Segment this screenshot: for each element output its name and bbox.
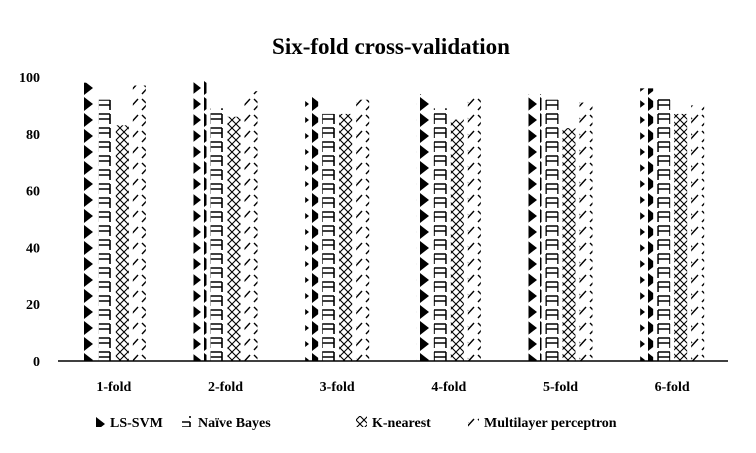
legend-swatch bbox=[468, 416, 479, 427]
bar-na-ve-bayes-6-fold bbox=[657, 96, 671, 361]
x-tick-label: 5-fold bbox=[543, 380, 578, 395]
bar-na-ve-bayes-4-fold bbox=[433, 108, 447, 362]
bar-ls-svm-2-fold bbox=[193, 79, 207, 361]
bars bbox=[81, 79, 705, 362]
bar-k-nearest-1-fold bbox=[115, 125, 129, 361]
bar-ls-svm-6-fold bbox=[640, 88, 654, 362]
legend-item-k-nearest: K-nearest bbox=[356, 416, 431, 431]
bar-ls-svm-5-fold bbox=[528, 94, 542, 361]
bar-multilayer-perceptron-3-fold bbox=[356, 99, 370, 361]
x-tick-label: 3-fold bbox=[320, 380, 355, 395]
y-tick-label: 80 bbox=[26, 128, 40, 143]
legend-label: Multilayer perceptron bbox=[484, 416, 617, 431]
bar-na-ve-bayes-5-fold bbox=[545, 99, 559, 361]
bar-multilayer-perceptron-5-fold bbox=[579, 102, 593, 361]
y-tick-label: 100 bbox=[19, 71, 40, 86]
y-axis-ticks: 0 20 40 60 80 100 bbox=[19, 71, 40, 370]
chart-title: Six-fold cross-validation bbox=[272, 34, 510, 59]
bar-k-nearest-5-fold bbox=[562, 128, 576, 361]
legend-label: K-nearest bbox=[372, 416, 431, 431]
bar-na-ve-bayes-3-fold bbox=[322, 113, 336, 361]
bar-multilayer-perceptron-4-fold bbox=[467, 96, 481, 361]
bar-k-nearest-2-fold bbox=[227, 116, 241, 361]
bar-na-ve-bayes-1-fold bbox=[98, 99, 112, 361]
x-axis-ticks: 1-fold 2-fold 3-fold 4-fold 5-fold 6-fold bbox=[96, 380, 690, 395]
y-tick-label: 20 bbox=[26, 298, 40, 313]
bar-multilayer-perceptron-1-fold bbox=[132, 85, 146, 362]
y-tick-label: 60 bbox=[26, 185, 40, 200]
x-tick-label: 2-fold bbox=[208, 380, 243, 395]
legend-item-na-ve-bayes: Naïve Bayes bbox=[182, 416, 271, 431]
legend: LS-SVM Naïve Bayes K-nearest Multilayer per… bbox=[94, 416, 617, 431]
legend-label: Naïve Bayes bbox=[198, 416, 271, 431]
bar-na-ve-bayes-2-fold bbox=[210, 108, 224, 362]
bar-ls-svm-4-fold bbox=[416, 94, 430, 361]
y-tick-label: 40 bbox=[26, 241, 40, 256]
bar-multilayer-perceptron-6-fold bbox=[691, 105, 705, 362]
x-tick-label: 6-fold bbox=[655, 380, 690, 395]
legend-swatch bbox=[94, 416, 105, 427]
legend-item-ls-svm: LS-SVM bbox=[94, 416, 163, 431]
bar-k-nearest-3-fold bbox=[339, 113, 353, 361]
bar-ls-svm-3-fold bbox=[305, 96, 319, 361]
x-tick-label: 4-fold bbox=[431, 380, 466, 395]
bar-k-nearest-4-fold bbox=[450, 119, 464, 361]
legend-item-multilayer-perceptron: Multilayer perceptron bbox=[468, 416, 617, 431]
bar-multilayer-perceptron-2-fold bbox=[244, 91, 258, 361]
x-tick-label: 1-fold bbox=[96, 380, 131, 395]
legend-swatch bbox=[182, 416, 193, 427]
legend-swatch bbox=[356, 416, 367, 427]
bar-k-nearest-6-fold bbox=[674, 113, 688, 361]
legend-label: LS-SVM bbox=[110, 416, 163, 431]
bar-ls-svm-1-fold bbox=[81, 82, 95, 362]
y-tick-label: 0 bbox=[33, 355, 40, 370]
